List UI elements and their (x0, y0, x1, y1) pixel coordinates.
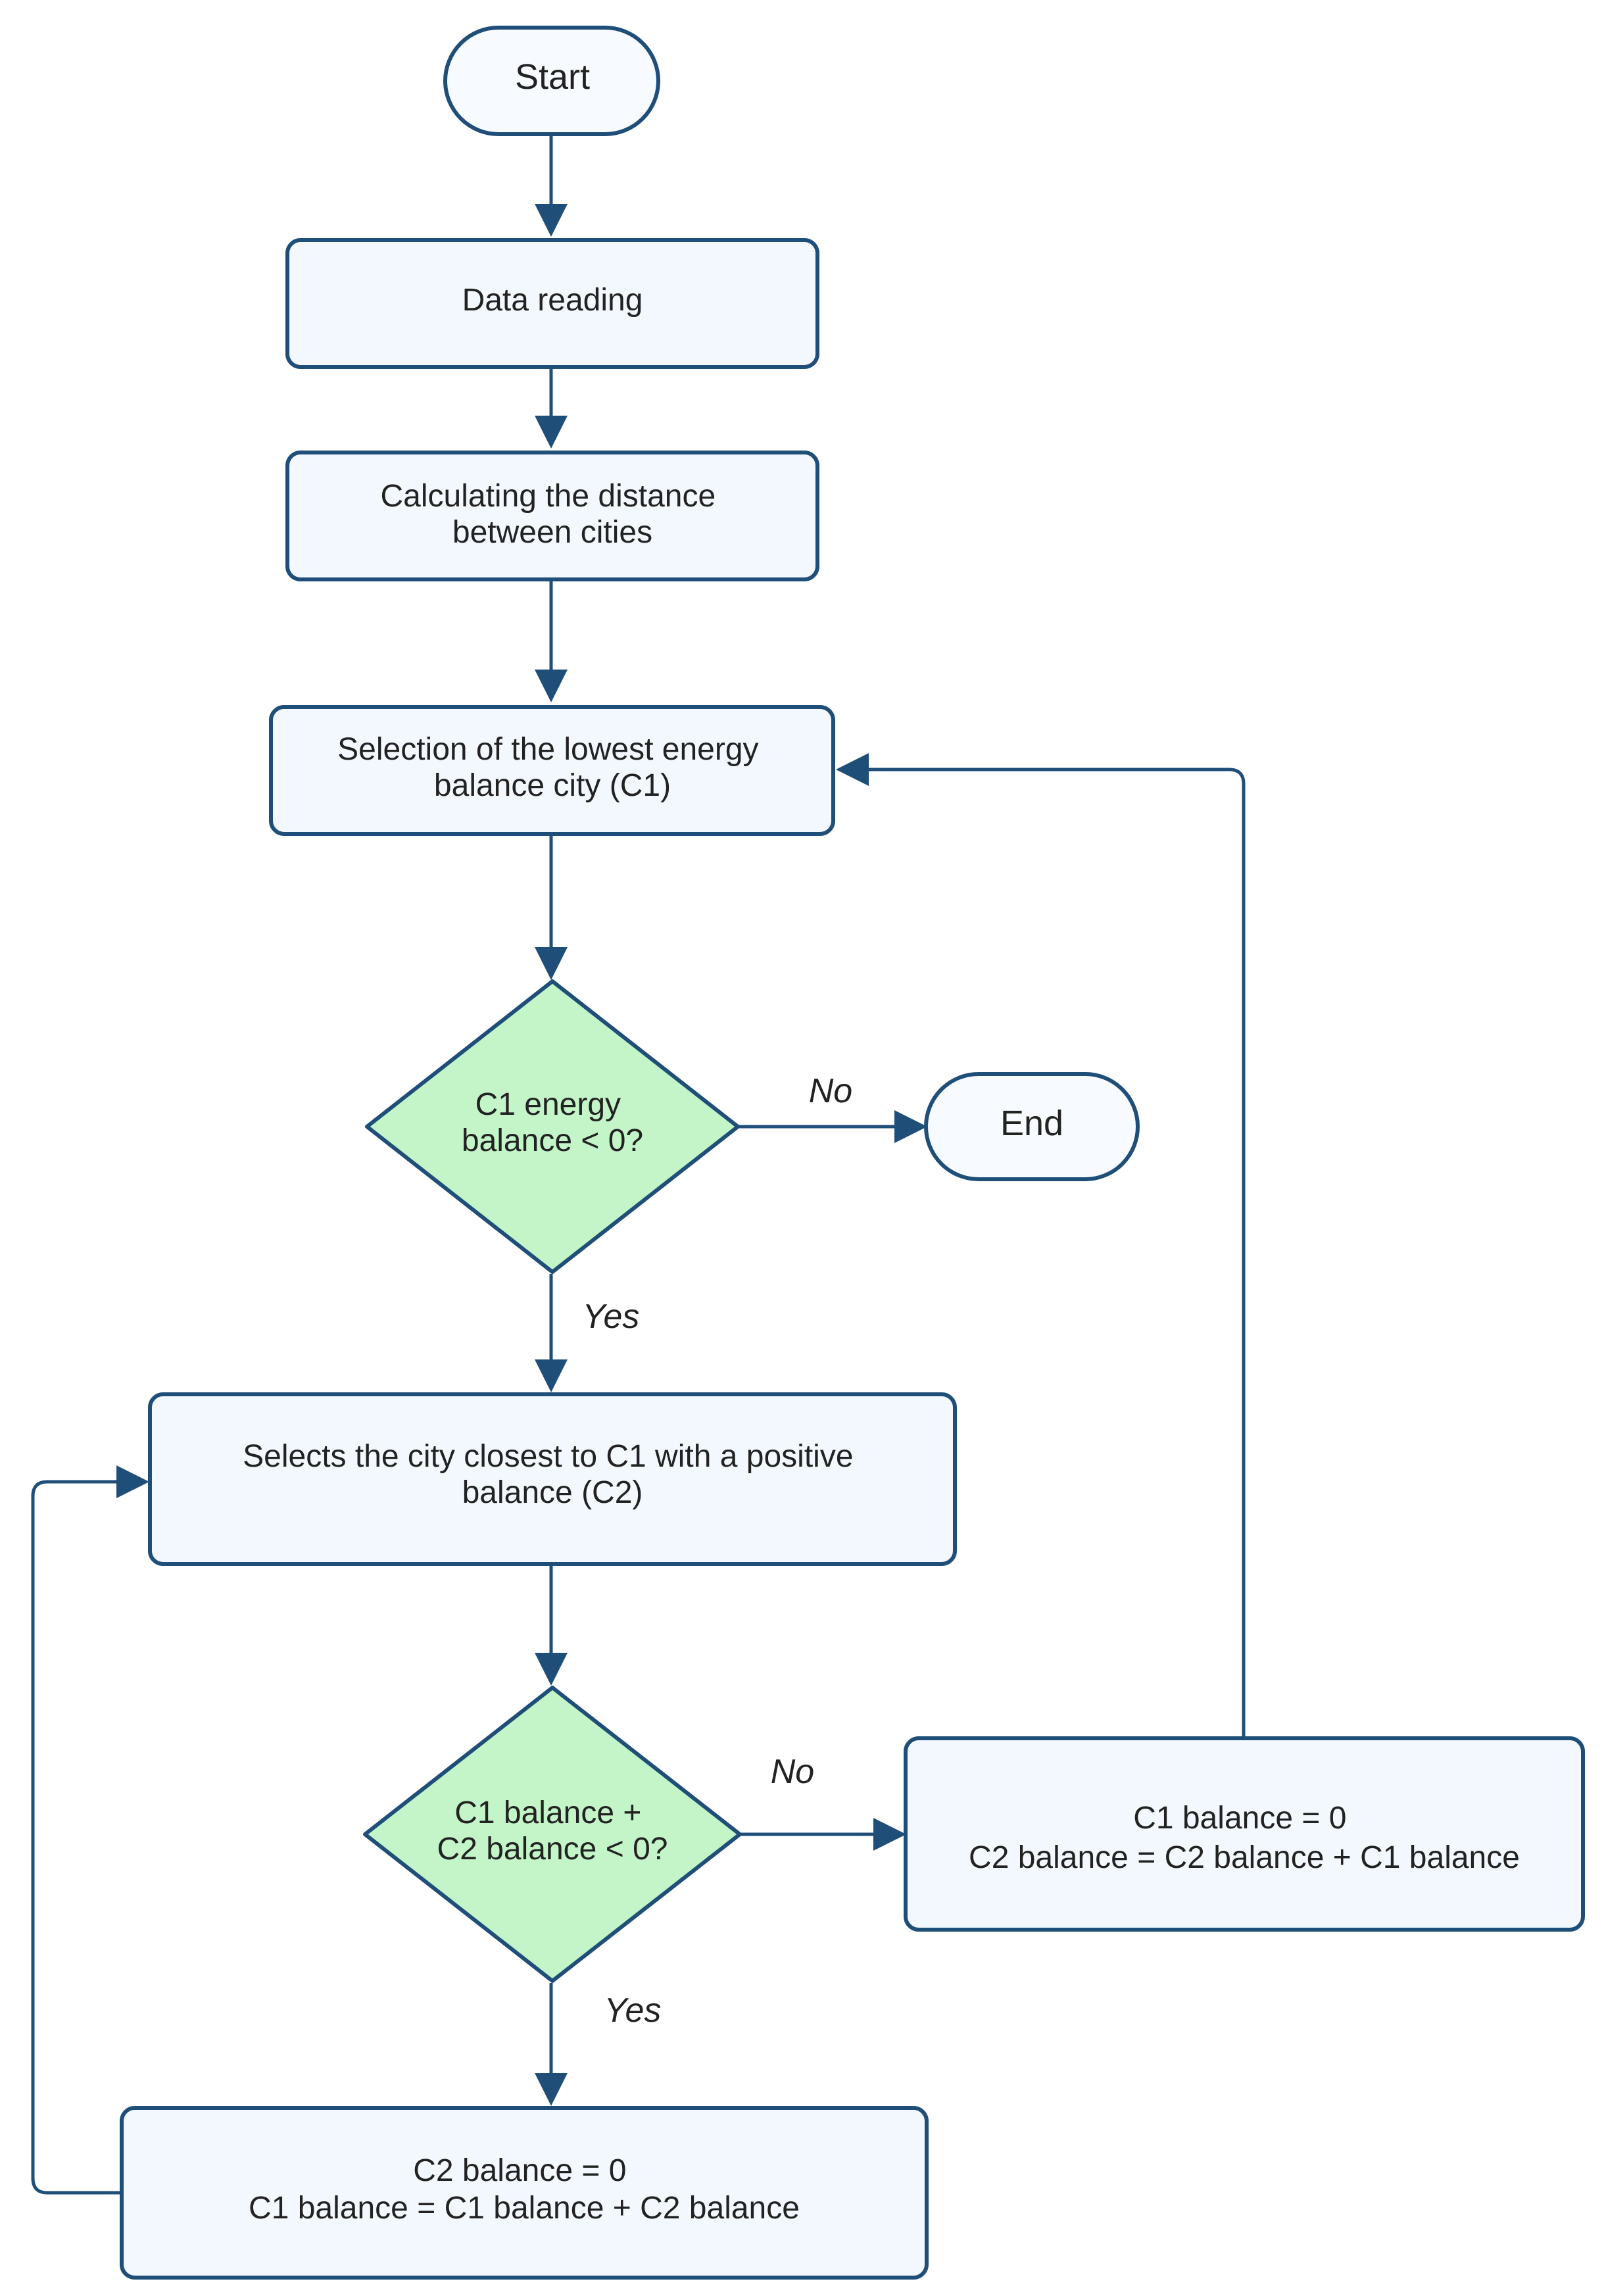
process-select-c2-label: Selects the city closest to C1 with a po… (243, 1439, 862, 1510)
process-update-yes-shape (120, 2106, 929, 2280)
edge-label-d2-yes: Yes (604, 1991, 662, 2030)
edge-label-d2-no: No (771, 1753, 814, 1791)
edge-label-d1-yes: Yes (583, 1298, 640, 1336)
process-select-c1-label: Selection of the lowest energy balance c… (337, 732, 767, 803)
terminal-start-label: Start (515, 57, 590, 97)
terminal-start: Start (443, 26, 660, 136)
process-calc-distance-line-2: between cities (452, 515, 652, 550)
decision-c1: C1 energy balance < 0? (365, 979, 740, 1274)
process-select-c2-shape (148, 1392, 957, 1566)
decision-c1-shape (365, 979, 740, 1274)
edge-label-d1-no: No (809, 1072, 852, 1110)
process-update-yes-line-1: C2 balance = 0 (413, 2153, 626, 2188)
process-calc-distance: Calculating the distance between cities (285, 451, 819, 581)
process-data-reading-label: Data reading (462, 283, 643, 318)
loop-update-yes-to-select-c2 (31, 1465, 149, 2195)
process-data-reading-shape (285, 238, 819, 369)
process-update-no-line-2: C2 balance = C2 balance + C1 balance (969, 1840, 1520, 1875)
process-select-c1-line-2: balance city (C1) (434, 768, 671, 803)
process-calc-distance-line-1: Calculating the distance (381, 479, 716, 514)
decision-c1-label: C1 energy balance < 0? (462, 1087, 643, 1158)
decision-c1-line-2: balance < 0? (462, 1123, 643, 1158)
process-calc-distance-label: Calculating the distance between cities (381, 479, 725, 550)
process-data-reading: Data reading (285, 238, 819, 369)
decision-sum-line-2: C2 balance < 0? (437, 1832, 668, 1867)
process-select-c1-line-1: Selection of the lowest energy (337, 732, 758, 767)
process-update-no-label: C1 balance = 0 C2 balance = C2 balance +… (969, 1801, 1520, 1875)
loop-update-no-to-select-c1 (836, 753, 1246, 1736)
terminal-start-shape (443, 26, 660, 136)
process-update-no: C1 balance = 0 C2 balance = C2 balance +… (904, 1736, 1585, 1932)
terminal-end-shape (924, 1072, 1140, 1181)
process-update-yes-label: C2 balance = 0 C1 balance = C1 balance +… (249, 2153, 800, 2226)
process-update-no-shape (904, 1736, 1585, 1932)
decision-sum-label: C1 balance + C2 balance < 0? (437, 1795, 668, 1867)
decision-sum-line-1: C1 balance + (454, 1795, 641, 1830)
process-select-c2: Selects the city closest to C1 with a po… (148, 1392, 957, 1566)
process-update-yes-line-2: C1 balance = C1 balance + C2 balance (249, 2191, 800, 2226)
process-update-yes: C2 balance = 0 C1 balance = C1 balance +… (120, 2106, 929, 2280)
decision-c1-line-1: C1 energy (475, 1087, 621, 1122)
process-select-c1: Selection of the lowest energy balance c… (269, 705, 835, 836)
decision-sum: C1 balance + C2 balance < 0? (363, 1686, 742, 1983)
process-select-c1-shape (269, 705, 835, 836)
edge-labels: No Yes No Yes (583, 1072, 853, 2030)
terminal-end: End (924, 1072, 1140, 1181)
process-calc-distance-shape (285, 451, 819, 581)
process-select-c2-line-1: Selects the city closest to C1 with a po… (243, 1439, 853, 1474)
process-select-c2-line-2: balance (C2) (462, 1475, 643, 1510)
terminal-end-label: End (1000, 1104, 1063, 1143)
connectors (31, 136, 1246, 2195)
decision-sum-shape (363, 1686, 742, 1983)
process-update-no-line-1: C1 balance = 0 (1133, 1801, 1346, 1836)
